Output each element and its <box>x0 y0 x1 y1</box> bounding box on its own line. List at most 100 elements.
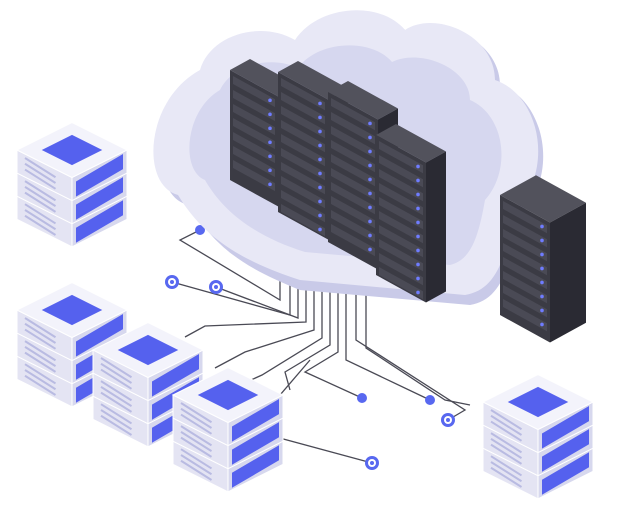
rack-side <box>426 151 446 303</box>
node-vent <box>180 407 213 429</box>
node-vent <box>24 322 57 344</box>
rack-led <box>368 177 372 182</box>
node-unit-panel <box>232 445 279 488</box>
node-vent <box>24 363 57 385</box>
rack-slot <box>331 168 375 201</box>
rack-led <box>318 157 322 162</box>
rack-slot <box>233 160 275 192</box>
node-vent <box>24 191 57 213</box>
node-vent <box>180 459 213 481</box>
node-vent <box>100 391 133 413</box>
rack-slot <box>281 162 325 195</box>
rack-slot <box>331 126 375 159</box>
rack-top <box>376 124 446 163</box>
node-vent <box>490 438 523 459</box>
node-unit-panel <box>542 452 589 495</box>
rack-led <box>318 213 322 218</box>
rack-slot <box>379 225 423 258</box>
node-top-screen <box>117 334 179 366</box>
node-vent <box>24 351 57 373</box>
rack-led <box>416 262 420 267</box>
rack-slot <box>503 229 547 262</box>
wire-ring-core-3 <box>370 461 374 465</box>
node-unit-panel <box>542 429 589 472</box>
rack-slot <box>331 210 375 243</box>
wire-dot-2 <box>425 395 435 405</box>
rack-slot <box>379 169 423 202</box>
rack-slot <box>503 243 547 276</box>
node-unit-panel <box>232 399 279 442</box>
node-vent <box>24 346 57 367</box>
node-vent <box>24 340 57 362</box>
server-rack-2 <box>328 81 398 270</box>
rack-top <box>278 61 348 100</box>
rack-slot <box>379 155 423 188</box>
rack-slot <box>331 182 375 215</box>
rack-led <box>540 308 544 313</box>
node-vent <box>100 386 133 407</box>
node-vent <box>100 409 133 431</box>
rack-led <box>416 192 420 197</box>
node-vent <box>180 402 213 424</box>
rack-led <box>416 234 420 239</box>
rack-led <box>416 164 420 169</box>
rack-led <box>416 290 420 295</box>
rack-led <box>318 129 322 134</box>
server-node-0 <box>15 121 129 248</box>
node-vent <box>180 413 213 435</box>
rack-slot <box>503 271 547 304</box>
rack-slot <box>503 215 547 248</box>
node-vent <box>24 214 57 236</box>
rack-slot <box>281 120 325 153</box>
rack-led <box>368 247 372 252</box>
wire-6 <box>284 246 331 391</box>
rack-slot <box>331 140 375 173</box>
rack-led <box>318 143 322 148</box>
server-node-4 <box>481 373 595 500</box>
node-unit-panel <box>232 422 279 465</box>
rack-slot <box>281 148 325 181</box>
rack-slot <box>331 196 375 229</box>
rack-led <box>416 276 420 281</box>
rack-slot <box>503 257 547 290</box>
rack-slot <box>281 106 325 139</box>
server-racks <box>230 59 586 343</box>
rack-led <box>416 206 420 211</box>
node-vent <box>100 380 133 402</box>
rack-led <box>540 280 544 285</box>
rack-led <box>318 101 322 106</box>
node-vent <box>24 180 57 202</box>
rack-slot <box>503 285 547 318</box>
rack-slot <box>281 92 325 125</box>
rack-slot <box>281 134 325 167</box>
rack-top <box>328 81 398 120</box>
node-top-screen <box>41 134 103 166</box>
node-top-screen <box>197 379 259 411</box>
server-rack-3 <box>376 124 446 303</box>
node-vent <box>100 362 133 384</box>
rack-slot <box>503 201 547 234</box>
wire-dot-1 <box>357 393 367 403</box>
node-vent <box>180 425 213 447</box>
rack-slot <box>233 76 275 108</box>
rack-led <box>368 121 372 126</box>
rack-led <box>540 322 544 327</box>
node-vent <box>180 454 213 476</box>
rack-slot <box>233 132 275 164</box>
node-unit-panel <box>76 177 123 220</box>
node-vent <box>24 209 57 231</box>
rack-led <box>368 149 372 154</box>
node-vent <box>100 357 133 379</box>
rack-slot <box>233 104 275 136</box>
server-nodes <box>15 121 595 500</box>
rack-slot <box>331 224 375 257</box>
rack-led <box>540 252 544 257</box>
rack-slot <box>233 90 275 122</box>
wire-ring-core-1 <box>214 285 218 289</box>
node-vent <box>24 369 57 391</box>
rack-led <box>268 126 272 131</box>
node-top-screen <box>41 294 103 326</box>
rack-slot <box>379 141 423 174</box>
rack-slot <box>331 154 375 187</box>
rack-slot <box>503 299 547 332</box>
